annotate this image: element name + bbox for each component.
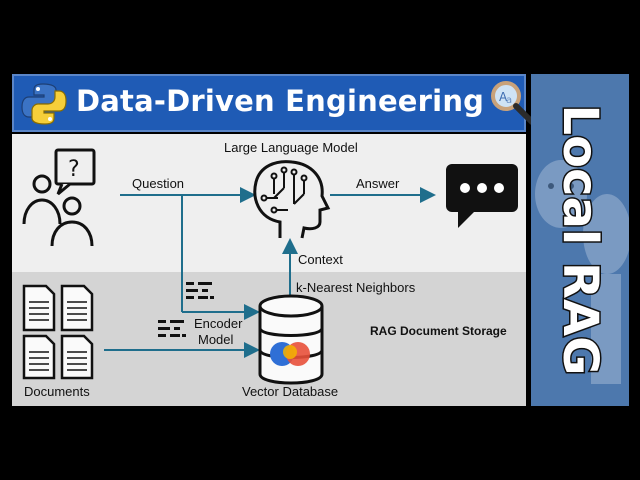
svg-text:a: a xyxy=(506,95,512,106)
document-icon xyxy=(22,284,94,380)
storage-label: RAG Document Storage xyxy=(370,324,507,338)
magnifier-icon: A a xyxy=(491,81,535,125)
llama-illustration xyxy=(535,160,629,384)
diagram-panel: ? xyxy=(12,134,526,406)
svg-text:A: A xyxy=(499,90,508,104)
documents-label: Documents xyxy=(24,384,90,399)
question-label: Question xyxy=(132,176,185,191)
diagram-canvas: ? xyxy=(22,148,518,385)
python-logo-icon xyxy=(21,83,67,125)
brain-circuit-icon xyxy=(253,160,331,239)
embedding-icon xyxy=(158,320,186,337)
arrows xyxy=(104,187,436,358)
user-question-icon: ? xyxy=(22,148,96,247)
encoder-label-line1: Encoder xyxy=(194,316,243,331)
svg-text:?: ? xyxy=(68,157,80,182)
header-title: Data-Driven Engineering xyxy=(76,84,485,118)
knn-label: k-Nearest Neighbors xyxy=(296,280,416,295)
embedding-icon xyxy=(186,282,214,299)
answer-label: Answer xyxy=(356,176,400,191)
llm-label: Large Language Model xyxy=(224,140,358,155)
encoder-label-line2: Model xyxy=(198,332,234,347)
database-icon xyxy=(258,294,324,385)
header-bar: Data-Driven Engineering A a xyxy=(12,74,535,132)
side-panel: Local RAG xyxy=(531,74,629,406)
llm-region xyxy=(12,134,526,272)
context-label: Context xyxy=(298,252,343,267)
vector-db-label: Vector Database xyxy=(242,384,339,399)
chat-bubble-icon xyxy=(446,164,518,228)
side-title: Local RAG xyxy=(551,103,610,377)
